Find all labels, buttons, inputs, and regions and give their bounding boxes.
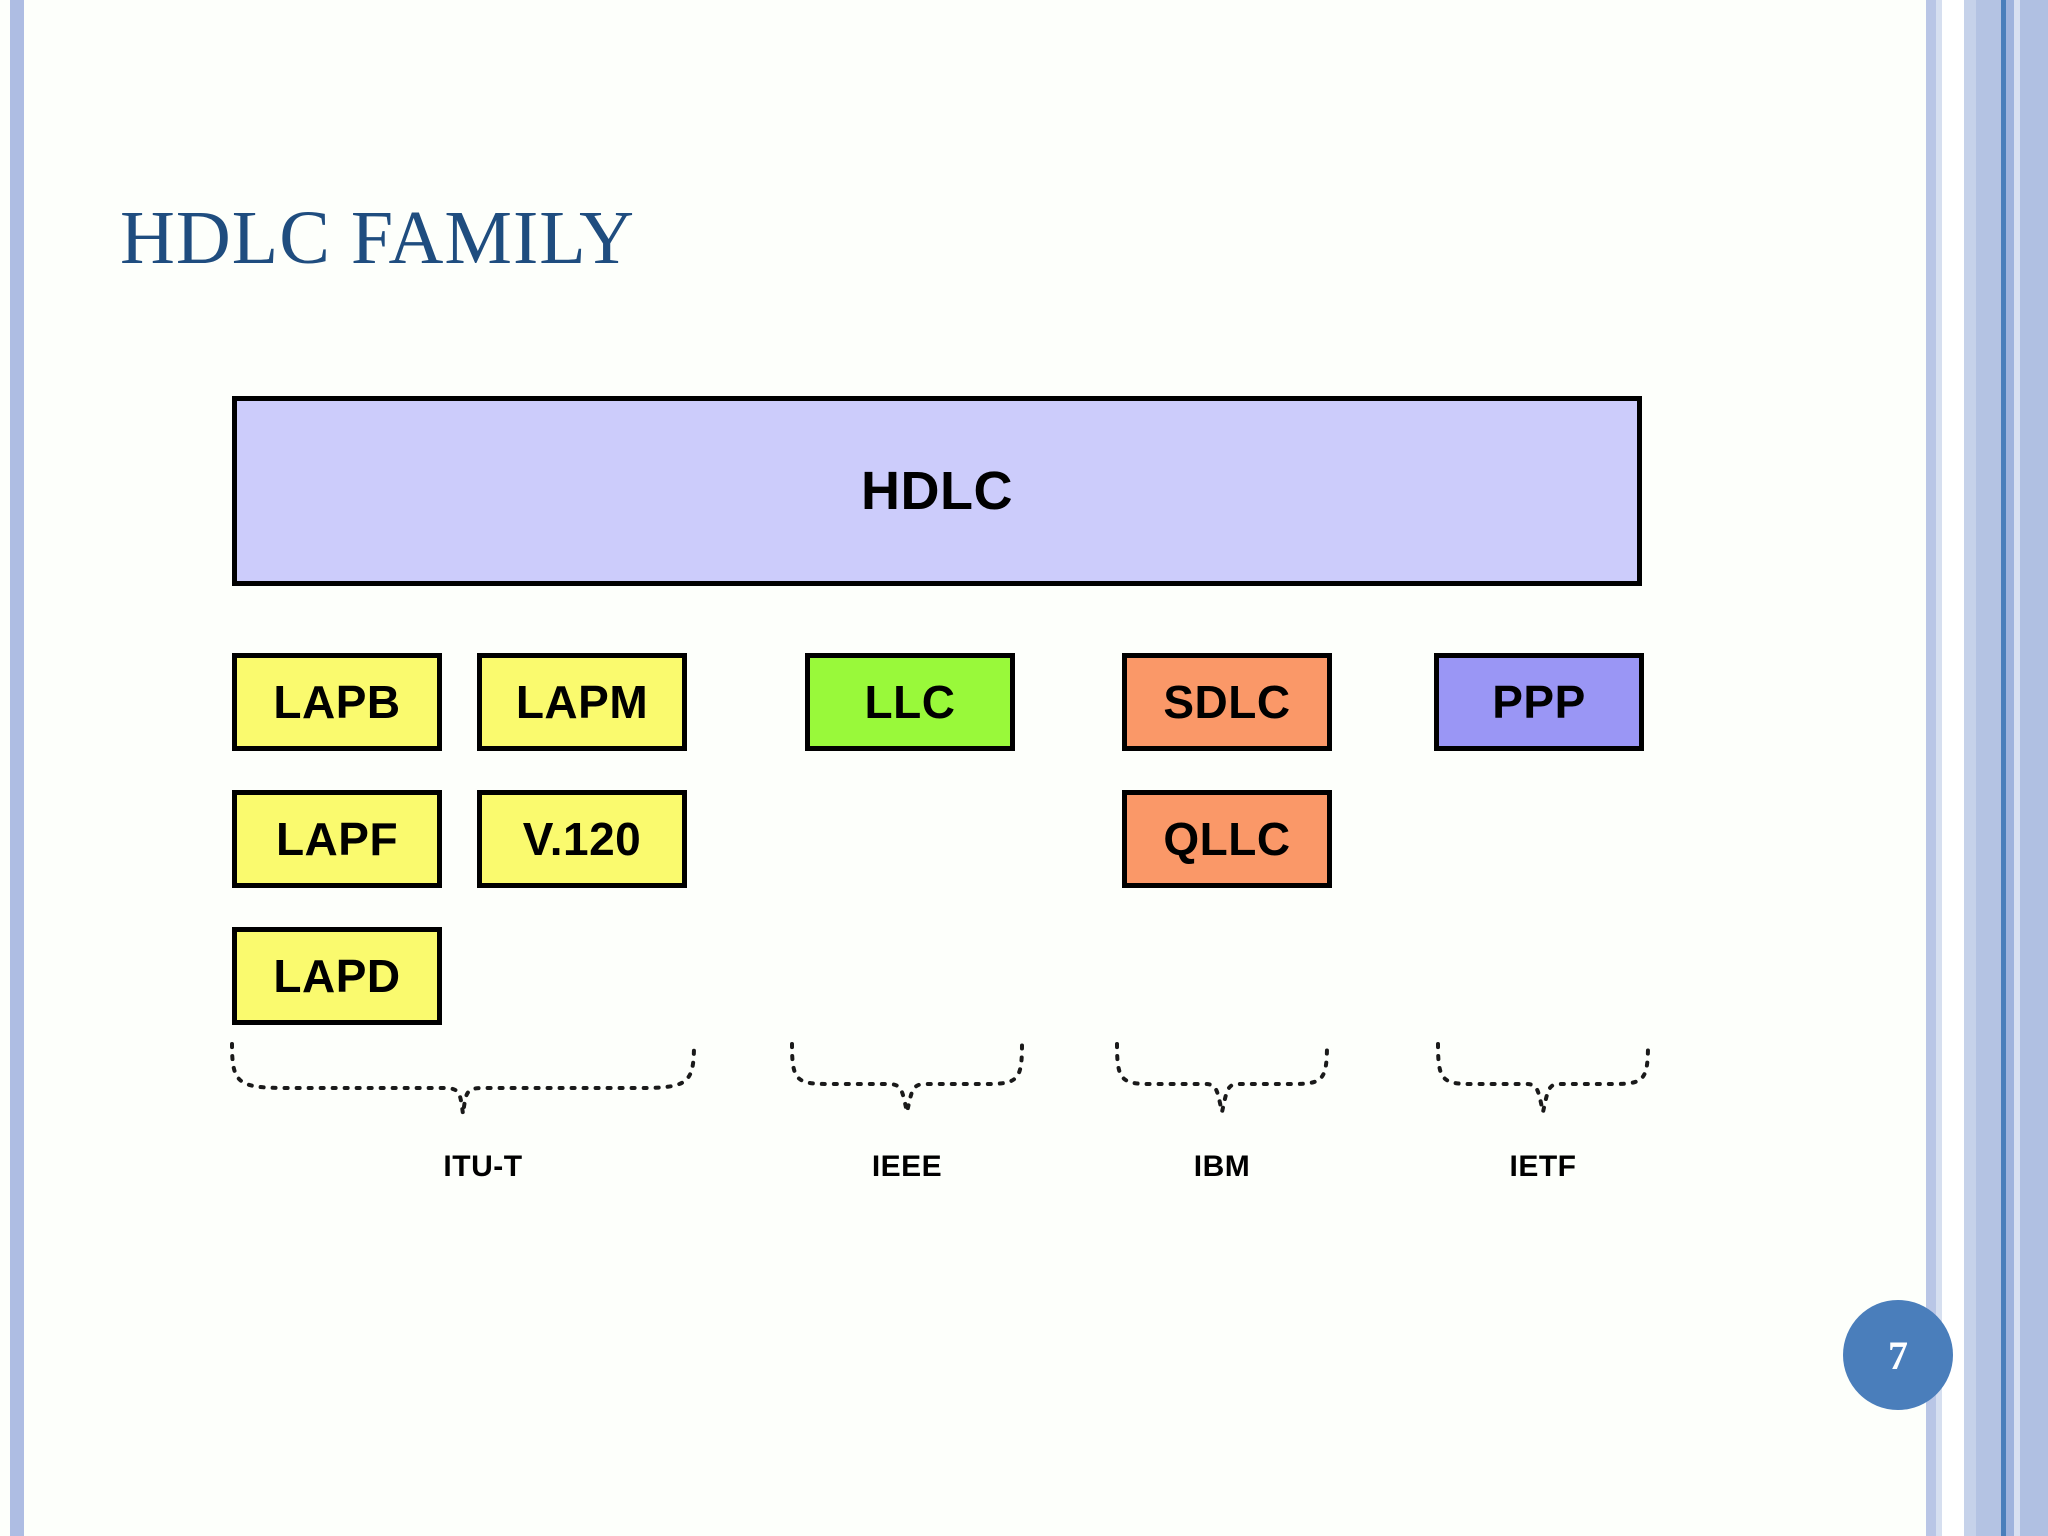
org-label-ietf: IETF: [1509, 1150, 1577, 1183]
org-label-ibm: IBM: [1193, 1150, 1251, 1183]
node-llc: LLC: [805, 653, 1015, 751]
node-lapm: LAPM: [477, 653, 687, 751]
right-stripe-5: [1976, 0, 2002, 1536]
right-stripe-2: [1936, 0, 1942, 1536]
node-lapb: LAPB: [232, 653, 442, 751]
right-stripe-3: [1942, 0, 1964, 1536]
node-hdlc-label: HDLC: [861, 461, 1013, 521]
node-hdlc: HDLC: [232, 396, 1642, 586]
node-sdlc: SDLC: [1122, 653, 1332, 751]
page-number-text: 7: [1888, 1332, 1908, 1378]
right-edge-stripes: [1918, 0, 2048, 1536]
right-stripe-1: [1926, 0, 1936, 1536]
page-number-badge: 7: [1843, 1300, 1953, 1410]
node-lapb-label: LAPB: [273, 676, 401, 728]
right-stripe-7: [2006, 0, 2014, 1536]
node-qllc: QLLC: [1122, 790, 1332, 888]
node-qllc-label: QLLC: [1163, 813, 1291, 865]
right-stripe-4: [1964, 0, 1976, 1536]
node-lapf: LAPF: [232, 790, 442, 888]
org-label-ieee: IEEE: [871, 1150, 943, 1183]
node-llc-label: LLC: [864, 676, 956, 728]
right-stripe-6: [2001, 0, 2006, 1536]
node-lapd-label: LAPD: [273, 950, 401, 1002]
node-ppp-label: PPP: [1492, 676, 1586, 728]
right-stripe-8: [2014, 0, 2020, 1536]
brace-itu-t: [230, 1042, 696, 1115]
node-ppp: PPP: [1434, 653, 1644, 751]
brace-ieee: [790, 1042, 1024, 1113]
node-v120: V.120: [477, 790, 687, 888]
brace-ietf: [1436, 1042, 1650, 1113]
node-lapf-label: LAPF: [275, 813, 399, 865]
page-title: HDLC FAMILY: [120, 196, 635, 280]
brace-ibm: [1115, 1042, 1329, 1113]
node-v120-label: V.120: [522, 813, 642, 865]
node-lapd: LAPD: [232, 927, 442, 1025]
left-edge-stripe: [10, 0, 24, 1536]
right-stripe-9: [2020, 0, 2048, 1536]
node-sdlc-label: SDLC: [1163, 676, 1291, 728]
org-label-itu-t: ITU-T: [443, 1150, 523, 1183]
node-lapm-label: LAPM: [515, 676, 649, 728]
